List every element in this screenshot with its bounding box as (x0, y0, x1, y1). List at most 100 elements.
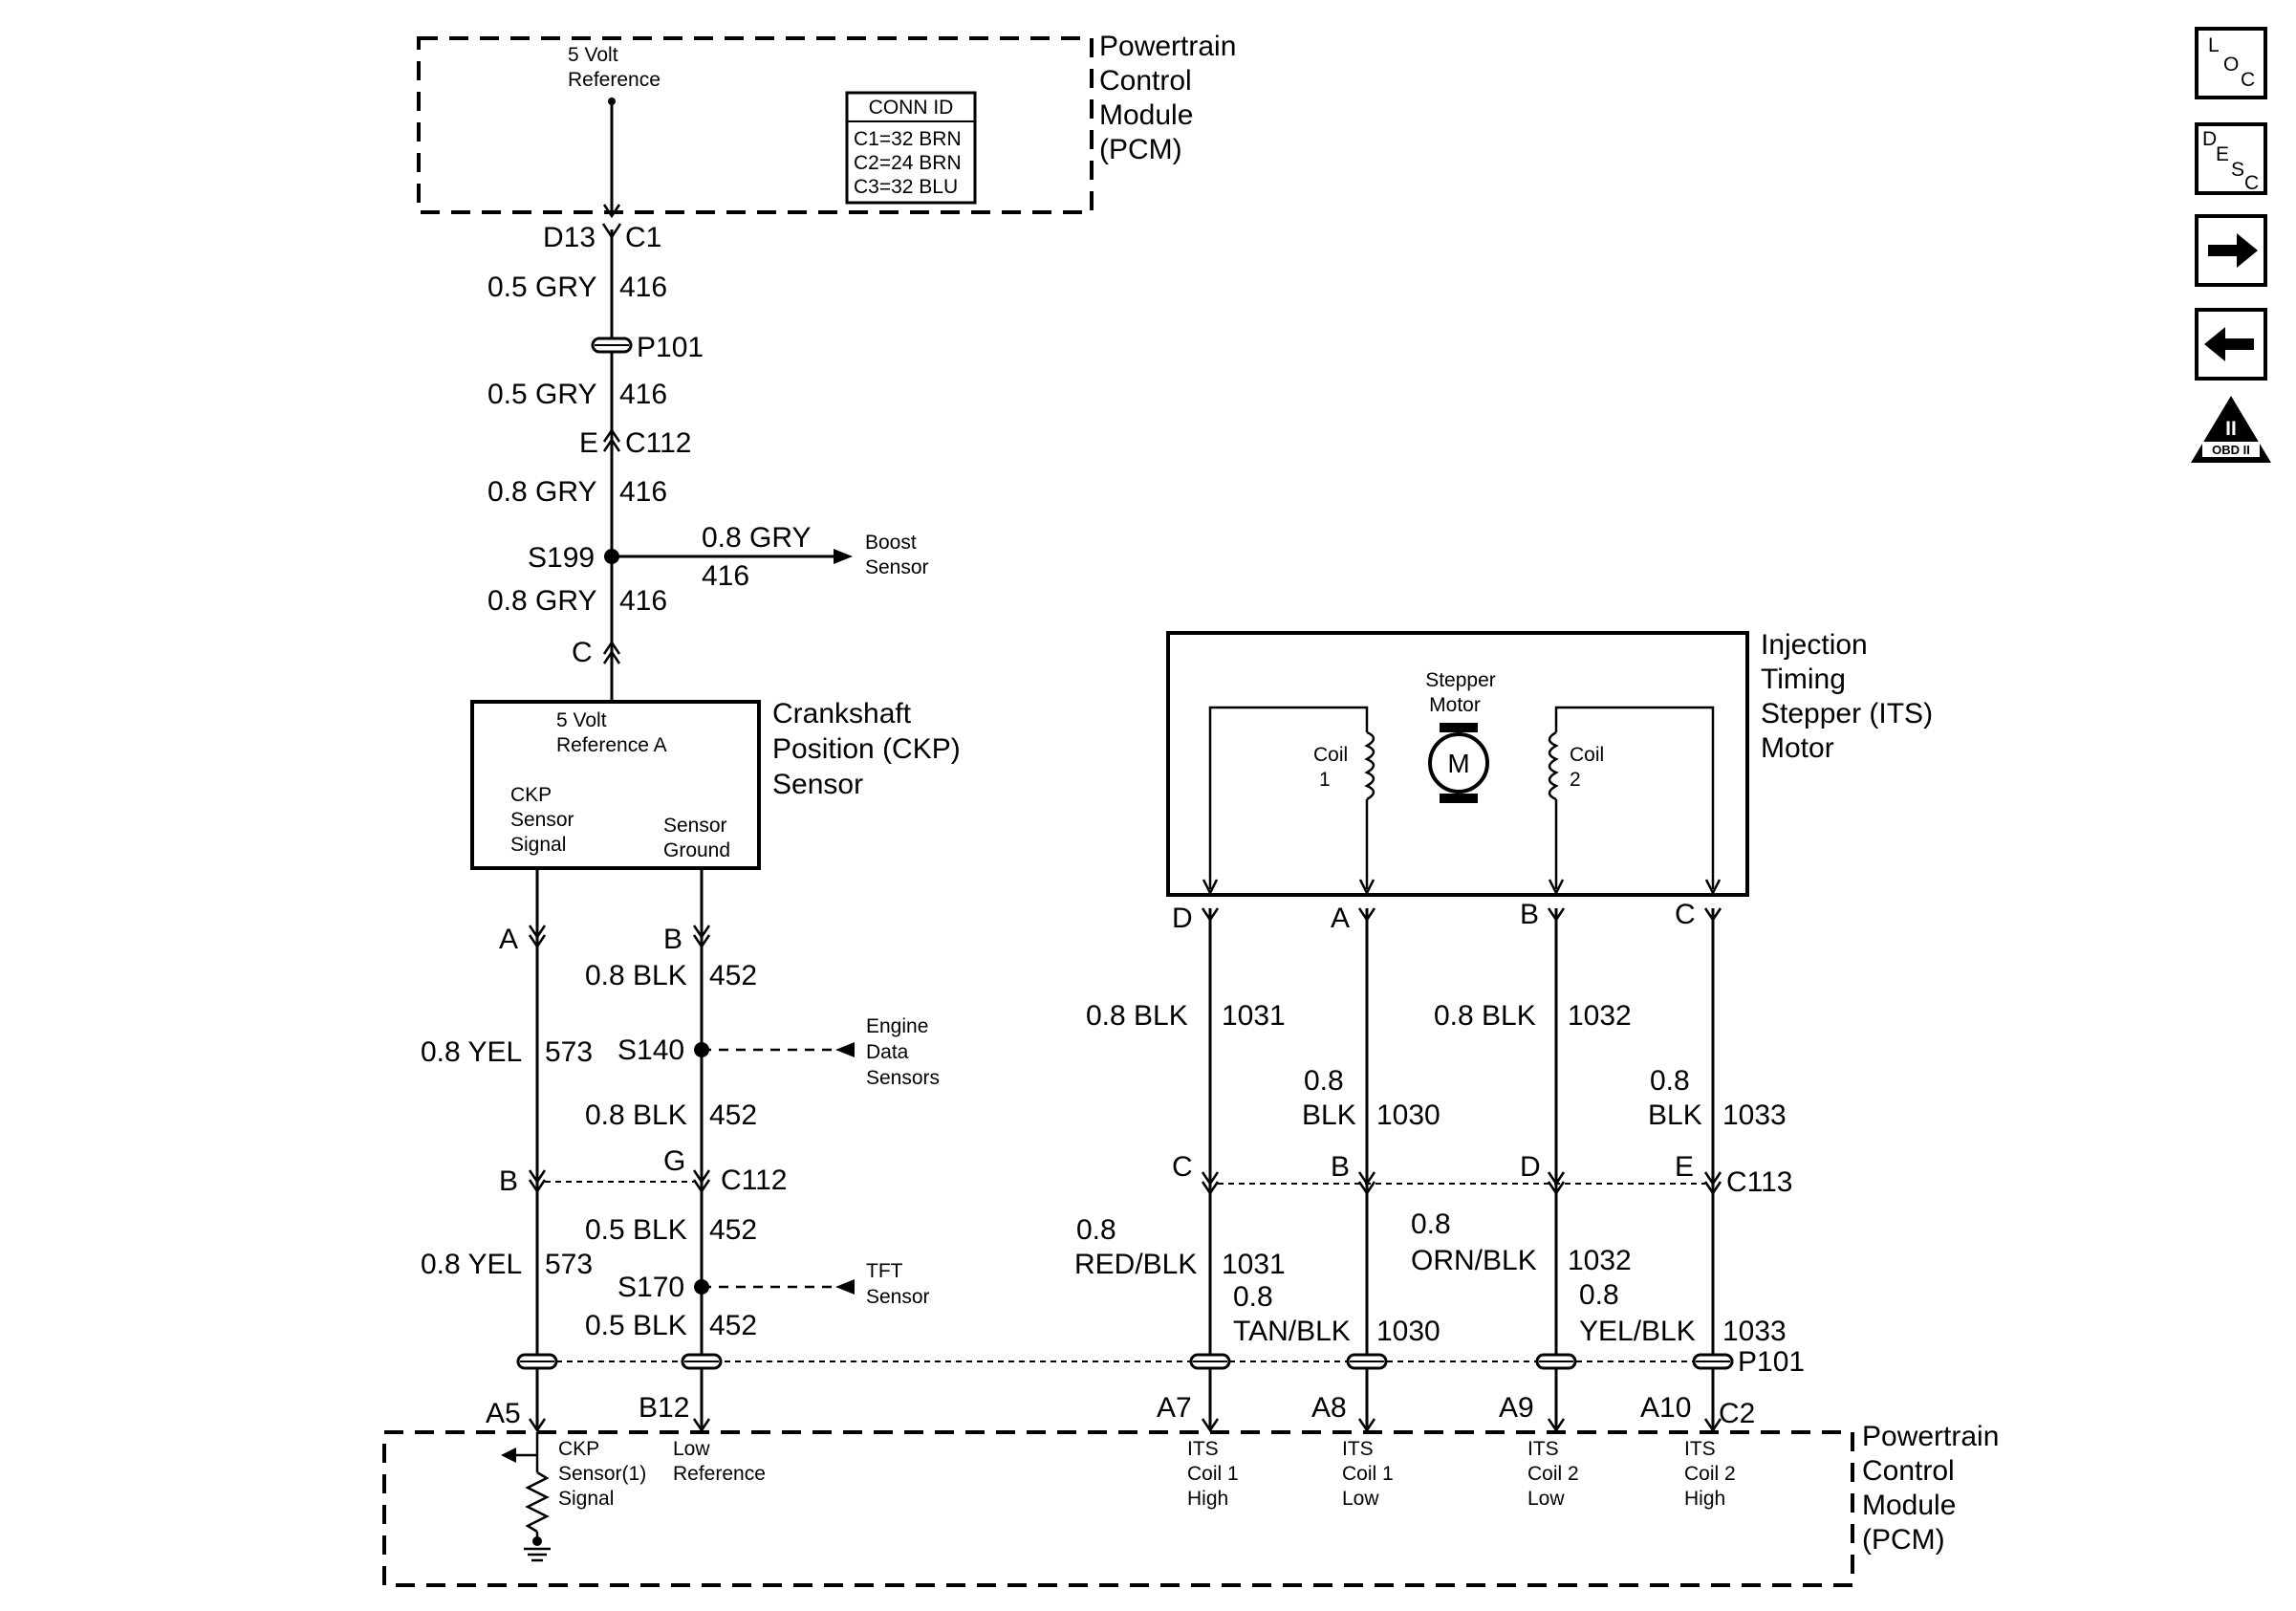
p101-lower-connector: P101 (516, 1346, 1805, 1378)
its-wires (1201, 907, 1722, 1429)
svg-text:Sensor: Sensor (510, 809, 574, 831)
svg-text:BLK: BLK (1648, 1099, 1702, 1131)
svg-text:Stepper: Stepper (1425, 669, 1496, 691)
svg-text:B: B (1520, 899, 1539, 930)
svg-text:1: 1 (1319, 769, 1331, 791)
svg-text:0.8 GRY: 0.8 GRY (702, 522, 812, 554)
svg-text:D: D (2202, 128, 2217, 150)
svg-text:Reference: Reference (673, 1463, 766, 1485)
svg-text:0.8 BLK: 0.8 BLK (1434, 1000, 1536, 1032)
svg-text:5 Volt: 5 Volt (556, 709, 607, 731)
svg-text:Reference A: Reference A (556, 734, 667, 756)
circuit-number: 416 (619, 585, 667, 617)
svg-text:CONN ID: CONN ID (869, 97, 954, 119)
its-lower-wire-labels: 0.8 RED/BLK 1031 0.8 TAN/BLK 1030 0.8 OR… (1074, 1208, 1787, 1347)
wire-gauge: 0.5 GRY (487, 272, 597, 303)
c2-pin-labels: A5 B12 A7 A8 A9 A10 C2 (486, 1392, 1755, 1429)
svg-text:1032: 1032 (1568, 1245, 1632, 1276)
svg-text:0.8 BLK: 0.8 BLK (1086, 1000, 1188, 1032)
svg-text:CKP: CKP (510, 784, 552, 806)
circuit-number: 452 (709, 960, 757, 991)
svg-text:B: B (1331, 1151, 1350, 1183)
circuit-number: 573 (545, 1249, 593, 1280)
obd-ii-button[interactable]: II OBD II (2191, 396, 2271, 463)
svg-text:II: II (2225, 418, 2237, 440)
coil-1: Coil 1 (1208, 706, 1375, 889)
pcm-top-box (417, 36, 1094, 214)
svg-text:C: C (2244, 172, 2259, 194)
svg-text:A9: A9 (1499, 1392, 1534, 1424)
svg-text:0.8: 0.8 (1650, 1065, 1690, 1097)
svg-text:O: O (2223, 54, 2239, 76)
c2-connector-arrows (528, 1418, 1722, 1433)
ckp-sensor-inner-labels: 5 Volt Reference A CKP Sensor Signal Sen… (510, 709, 730, 861)
ckp-sensor-connector: A B (499, 924, 711, 955)
svg-text:A: A (1331, 903, 1350, 934)
svg-text:C1: C1 (625, 222, 661, 253)
svg-text:ITS: ITS (1684, 1438, 1716, 1460)
forward-arrow-button[interactable] (2195, 214, 2267, 287)
svg-text:C112: C112 (625, 427, 692, 459)
svg-text:OBD II: OBD II (2212, 443, 2250, 457)
svg-text:L: L (2208, 34, 2220, 56)
svg-text:E: E (2216, 143, 2229, 165)
svg-text:Control: Control (1099, 65, 1192, 97)
circuit-number: 416 (619, 476, 667, 508)
svg-text:Sensor: Sensor (866, 1286, 930, 1308)
circuit-number: 452 (709, 1099, 757, 1131)
splice-label: S199 (528, 542, 595, 574)
svg-text:High: High (1684, 1488, 1725, 1510)
svg-text:M: M (1447, 749, 1469, 778)
coil-2: Coil 2 (1548, 706, 1715, 889)
svg-text:0.8: 0.8 (1233, 1281, 1273, 1313)
svg-text:Low: Low (1527, 1488, 1565, 1510)
its-upper-wire-labels: 0.8 BLK 1031 0.8 BLK 1030 0.8 BLK 1032 0… (1086, 1000, 1787, 1131)
ckp-sensor-label: Crankshaft Position (CKP) Sensor (772, 698, 961, 800)
pcm-bottom-pin-functions: CKP Sensor(1) Signal Low Reference ITS C… (558, 1438, 1736, 1510)
its-motor-label: Injection Timing Stepper (ITS) Motor (1761, 629, 1933, 764)
desc-button[interactable]: D E S C (2195, 122, 2267, 195)
svg-text:S: S (2231, 159, 2244, 181)
svg-text:Sensor(1): Sensor(1) (558, 1463, 646, 1485)
pcm-bottom-label: Powertrain Control Module (PCM) (1862, 1421, 1999, 1556)
svg-text:ITS: ITS (1187, 1438, 1219, 1460)
loc-button[interactable]: L O C (2195, 27, 2267, 99)
its-box-pin-arrows (1202, 879, 1722, 896)
boost-sensor-branch: 0.8 GRY 416 Boost Sensor (612, 522, 929, 592)
svg-text:Reference: Reference (568, 69, 661, 91)
svg-text:A5: A5 (486, 1398, 521, 1429)
wire-416 (601, 101, 622, 700)
svg-text:Module: Module (1862, 1490, 1956, 1521)
svg-text:A: A (499, 924, 518, 955)
svg-text:Data: Data (866, 1041, 909, 1063)
svg-text:P101: P101 (637, 332, 704, 363)
svg-text:C112: C112 (721, 1165, 788, 1196)
svg-text:ITS: ITS (1527, 1438, 1559, 1460)
svg-text:1033: 1033 (1722, 1099, 1787, 1131)
svg-text:Sensor: Sensor (663, 815, 727, 837)
svg-text:ORN/BLK: ORN/BLK (1411, 1245, 1537, 1276)
svg-text:G: G (663, 1145, 685, 1177)
svg-text:C: C (2241, 69, 2255, 91)
svg-text:Injection: Injection (1761, 629, 1868, 661)
svg-text:A7: A7 (1157, 1392, 1192, 1424)
svg-text:YEL/BLK: YEL/BLK (1579, 1316, 1696, 1347)
svg-text:(PCM): (PCM) (1862, 1524, 1945, 1556)
stepper-motor-symbol: Stepper Motor M (1425, 669, 1496, 803)
ckp-input-circuit (501, 1432, 551, 1562)
wire-gauge: 0.8 GRY (487, 476, 597, 508)
svg-text:E: E (579, 427, 598, 459)
ckp-connector-c: C (572, 637, 621, 668)
circuit-number: 452 (709, 1214, 757, 1246)
svg-text:Engine: Engine (866, 1015, 928, 1037)
svg-text:Powertrain: Powertrain (1862, 1421, 1999, 1452)
svg-text:D: D (1520, 1151, 1541, 1183)
circuit-number: 416 (619, 379, 667, 410)
svg-text:Motor: Motor (1761, 732, 1834, 764)
wire-gauge: 0.8 BLK (585, 960, 687, 991)
back-arrow-button[interactable] (2195, 308, 2267, 381)
svg-text:C: C (1675, 899, 1696, 930)
svg-text:Signal: Signal (558, 1488, 614, 1510)
svg-text:Low: Low (673, 1438, 710, 1460)
